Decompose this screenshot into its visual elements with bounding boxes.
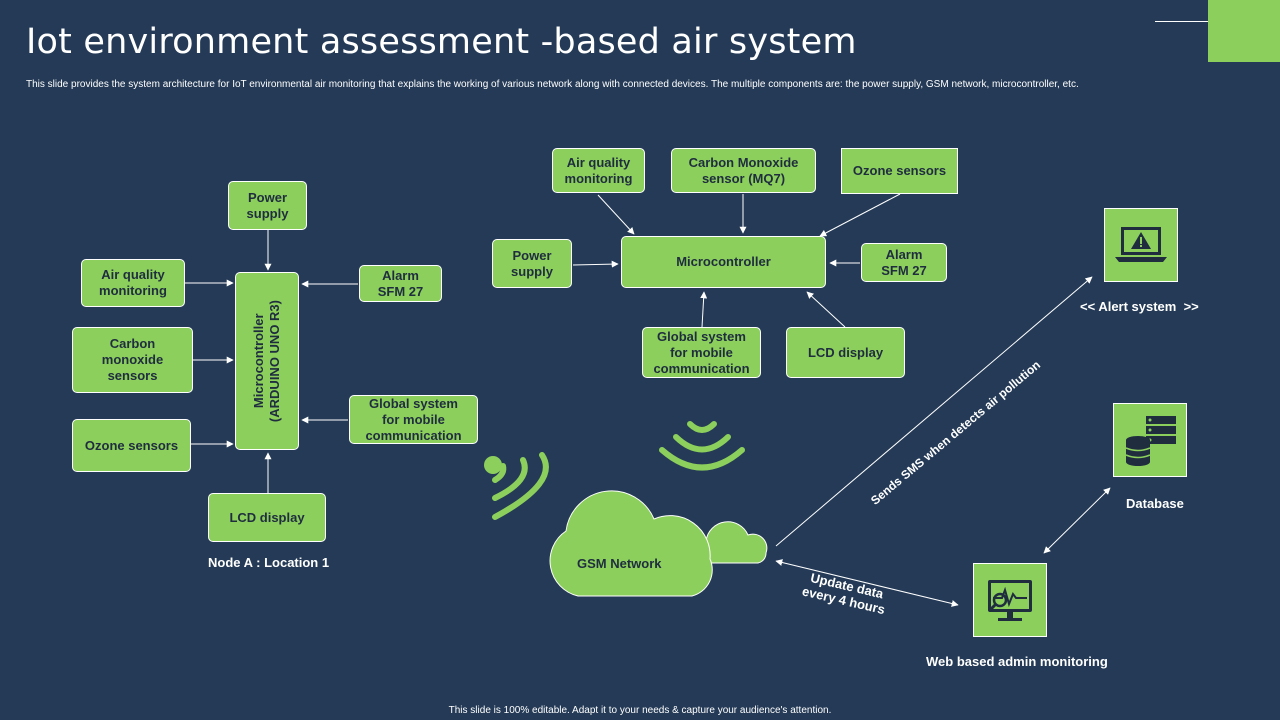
footer-note: This slide is 100% editable. Adapt it to…: [448, 705, 832, 716]
alert-system-label: << Alert system >>: [1080, 299, 1199, 314]
arrow-power-to-mc-b: [572, 260, 619, 268]
node-b-ozone-sensors: Ozone sensors: [841, 148, 958, 194]
node-b-alarm: Alarm SFM 27: [861, 243, 947, 282]
node-b-air-quality: Air quality monitoring: [552, 148, 645, 193]
arrow-gsm-to-mc-b: [700, 291, 708, 328]
node-b-power-supply: Power supply: [492, 239, 572, 288]
node-a-ozone-sensors: Ozone sensors: [72, 419, 191, 472]
node-a-caption: Node A : Location 1: [208, 555, 330, 570]
arrow-admin-database: [1043, 487, 1111, 554]
node-b-microcontroller: Microcontroller: [621, 236, 826, 288]
cloud-icon: [549, 490, 768, 597]
monitor-pulse-icon: [987, 580, 1032, 621]
node-b-lcd-display: LCD display: [786, 327, 905, 378]
arrow-gsm-to-alert: [775, 276, 1093, 547]
node-a-carbon-sensors: Carbon monoxide sensors: [72, 327, 193, 393]
laptop-warning-icon: [1115, 227, 1167, 262]
node-a-lcd-display: LCD display: [208, 493, 326, 542]
database-server-icon: [1125, 416, 1176, 466]
wifi-signal-icon: [659, 421, 745, 471]
arrow-lcd-to-mc-b: [806, 291, 846, 328]
gsm-network-label: GSM Network: [577, 556, 662, 571]
corner-accent: [1208, 0, 1280, 62]
page-subtitle: This slide provides the system architect…: [26, 79, 1079, 90]
node-a-microcontroller-label: Microcontroller (ARDUINO UNO R3): [251, 299, 282, 423]
node-a-microcontroller: Microcontroller (ARDUINO UNO R3): [235, 272, 299, 450]
arrow-ozone-to-mc-b: [819, 193, 901, 237]
decorative-line: [1155, 21, 1208, 22]
node-b-carbon-sensor: Carbon Monoxide sensor (MQ7): [671, 148, 816, 193]
database-icon-box: [1113, 403, 1187, 477]
arrow-air-to-mc-b: [597, 194, 635, 235]
node-b-gsm-module: Global system for mobile communication: [642, 327, 761, 378]
node-a-air-quality: Air quality monitoring: [81, 259, 185, 307]
admin-icon-box: [973, 563, 1047, 637]
admin-monitoring-label: Web based admin monitoring: [926, 654, 1108, 669]
wifi-signal-icon: [492, 452, 549, 520]
page-title: Iot environment assessment -based air sy…: [26, 22, 857, 62]
node-a-power-supply: Power supply: [228, 181, 307, 230]
alert-system-icon-box: [1104, 208, 1178, 282]
node-a-alarm: Alarm SFM 27: [359, 265, 442, 302]
database-label: Database: [1126, 496, 1184, 511]
arrow-gsm-admin: [775, 559, 959, 607]
node-a-gsm-module: Global system for mobile communication: [349, 395, 478, 444]
